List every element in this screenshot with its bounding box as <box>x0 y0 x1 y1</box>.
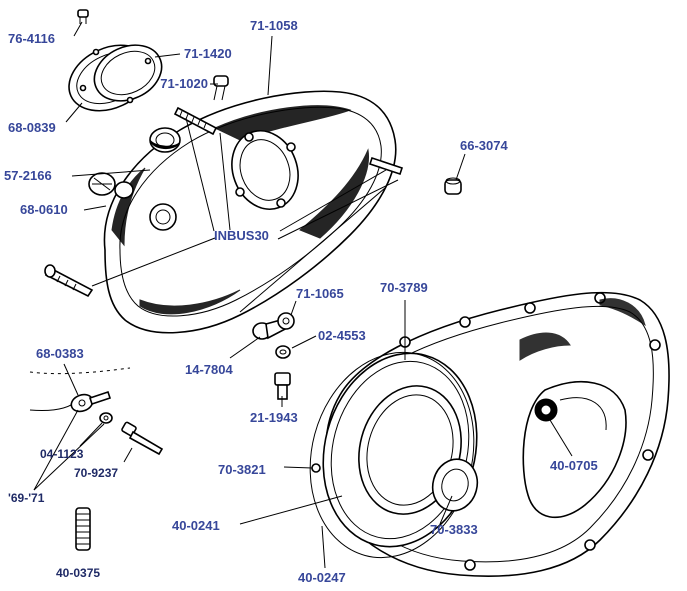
label-71-1065: 71-1065 <box>296 286 344 301</box>
label-40-0247: 40-0247 <box>298 570 346 585</box>
spacer-66-3074 <box>444 177 462 195</box>
stud-40-0375 <box>75 507 91 551</box>
part-labels: 76-4116 71-1058 71-1420 71-1020 68-0839 … <box>4 18 598 585</box>
filler-cap-57-2166 <box>149 127 181 153</box>
label-71-1020: 71-1020 <box>160 76 208 91</box>
label-70-9237: 70-9237 <box>74 466 118 480</box>
label-71-1420: 71-1420 <box>184 46 232 61</box>
label-inbus30: INBUS30 <box>214 228 269 243</box>
label-14-7804: 14-7804 <box>185 362 233 377</box>
plug-21-1943 <box>274 372 291 400</box>
label-21-1943: 21-1943 <box>250 410 298 425</box>
screw-76-4116 <box>77 9 89 24</box>
outer-primary-cover <box>103 90 404 334</box>
screw-71-1020 <box>213 75 229 101</box>
label-68-0383: 68-0383 <box>36 346 84 361</box>
label-57-2166: 57-2166 <box>4 168 52 183</box>
plug-40-0705 <box>534 398 558 422</box>
inspection-plate-and-gasket <box>68 44 163 112</box>
label-40-0705: 40-0705 <box>550 458 598 473</box>
label-68-0610: 68-0610 <box>20 202 68 217</box>
washer-04-1123 <box>99 412 113 424</box>
washer-71-1065 <box>277 312 295 330</box>
label-04-1123: 04-1123 <box>40 447 84 461</box>
plug-68-0610 <box>88 172 134 199</box>
label-70-3821: 70-3821 <box>218 462 266 477</box>
label-02-4553: 02-4553 <box>318 328 366 343</box>
label-years: '69-'71 <box>8 491 45 505</box>
label-70-3833: 70-3833 <box>430 522 478 537</box>
label-66-3074: 66-3074 <box>460 138 508 153</box>
label-71-1058: 71-1058 <box>250 18 298 33</box>
washer-02-4553 <box>275 345 291 359</box>
label-76-4116: 76-4116 <box>8 31 55 46</box>
oil-seal-70-3833 <box>431 458 479 512</box>
label-40-0375: 40-0375 <box>56 566 100 580</box>
bolt-inbus-lower <box>44 264 94 298</box>
label-70-3789: 70-3789 <box>380 280 428 295</box>
long-stud <box>173 106 218 136</box>
leader-lines <box>33 21 573 569</box>
label-40-0241: 40-0241 <box>172 518 220 533</box>
label-68-0839: 68-0839 <box>8 120 56 135</box>
dowel-70-3821 <box>311 463 321 473</box>
bracket-68-0383 <box>29 367 131 413</box>
bolt-70-9237 <box>121 421 164 456</box>
